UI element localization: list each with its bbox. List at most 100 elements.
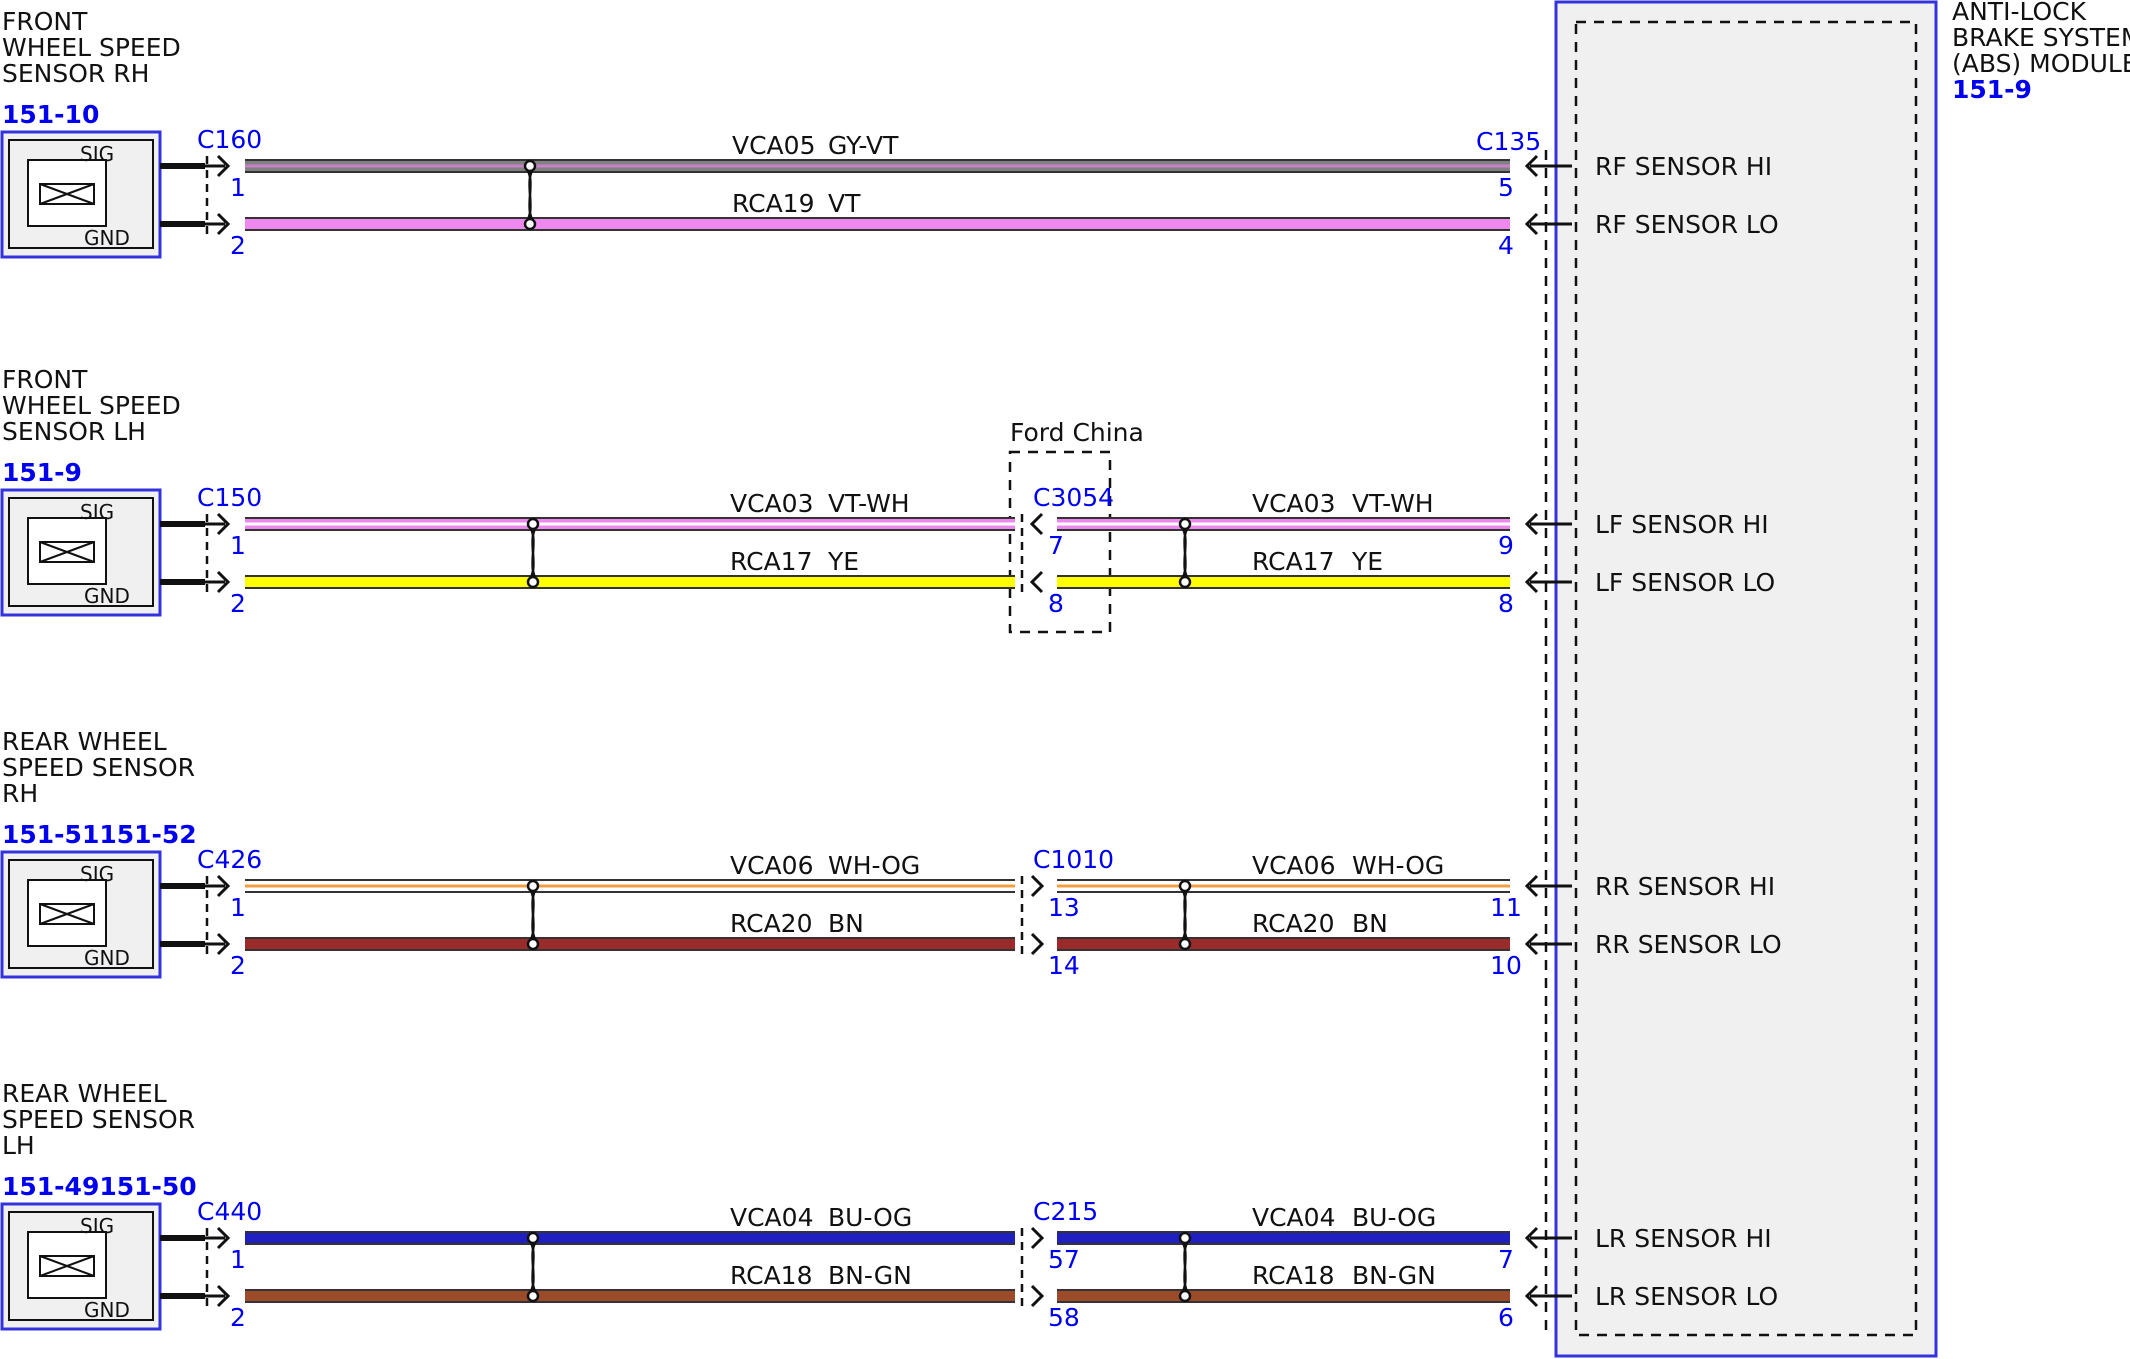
twisted-pair-left-icon xyxy=(526,885,540,945)
module-pin-hi-label: 5 xyxy=(1498,173,1514,202)
wire-lo-right-color: BN-GN xyxy=(1352,1261,1436,1290)
inline-pin-hi-arrow xyxy=(1030,1226,1045,1250)
sensor-name-line-1: FRONT xyxy=(2,365,88,394)
module-pin-lo-arrow xyxy=(1524,1284,1539,1308)
sensor-ref-link[interactable]: 151-10 xyxy=(2,100,99,129)
inline-pin-lo-arrow xyxy=(1030,932,1045,956)
sensor-inner-box xyxy=(8,1211,154,1321)
twisted-pair-right-icon-top-end xyxy=(1178,879,1192,893)
module-pin-hi-arrow xyxy=(1524,874,1539,898)
twisted-pair-left-icon-top-end xyxy=(526,1231,540,1245)
abs-module-name-line-1: ANTI-LOCK xyxy=(1952,0,2087,26)
wire-lo-left-color: BN xyxy=(828,909,864,938)
twisted-pair-right-icon-top-end xyxy=(1178,1231,1192,1245)
wire-lo-left-circuit: RCA18 xyxy=(730,1261,813,1290)
sensor-pin-1-label: 1 xyxy=(230,173,246,202)
inline-note-label: Ford China xyxy=(1010,418,1144,447)
abs-module-name-line-2: BRAKE SYSTEM xyxy=(1952,23,2130,52)
wire-lo-left-circuit: RCA17 xyxy=(730,547,813,576)
sensor-inner-box xyxy=(8,139,154,249)
wire-lo-right-color: YE xyxy=(1351,547,1383,576)
module-pin-hi-label: 9 xyxy=(1498,531,1514,560)
inline-pin-hi-label: 57 xyxy=(1048,1245,1080,1274)
inline-pin-hi-arrow xyxy=(1030,874,1045,898)
sensor-connector-label: C426 xyxy=(197,845,262,874)
wire-hi-right-color: VT-WH xyxy=(1352,489,1434,518)
sensor-pin-1-arrow xyxy=(216,512,231,536)
module-signal-hi: LR SENSOR HI xyxy=(1595,1224,1772,1253)
module-pin-hi-arrow xyxy=(1524,512,1539,536)
wire-hi-left-circuit: VCA03 xyxy=(730,489,813,518)
module-pin-lo-arrow xyxy=(1524,212,1539,236)
wire-hi-right-circuit: VCA04 xyxy=(1252,1203,1335,1232)
inline-connector-label: C215 xyxy=(1033,1197,1098,1226)
wire-lo-left-color: BN-GN xyxy=(828,1261,912,1290)
sensor-name-line-1: FRONT xyxy=(2,7,88,36)
sensor-name-line-1: REAR WHEEL xyxy=(2,727,167,756)
abs-module-inner-box xyxy=(1574,20,1918,1337)
wire-lo-right-circuit: RCA17 xyxy=(1252,547,1335,576)
sensor-name-line-2: WHEEL SPEED xyxy=(2,33,181,62)
module-pin-lo-label: 8 xyxy=(1498,589,1514,618)
twisted-pair-icon-top-end xyxy=(523,159,537,173)
sensor-pin-1-arrow xyxy=(216,874,231,898)
twisted-pair-right-icon xyxy=(1178,523,1192,583)
module-pin-lo-arrow xyxy=(1524,932,1539,956)
module-pin-lo-arrow xyxy=(1524,570,1539,594)
wire-hi-color: GY-VT xyxy=(828,131,899,160)
module-signal-hi: RR SENSOR HI xyxy=(1595,872,1775,901)
sensor-name-line-2: WHEEL SPEED xyxy=(2,391,181,420)
module-signal-lo: LF SENSOR LO xyxy=(1595,568,1775,597)
inline-pin-hi-label: 7 xyxy=(1048,531,1064,560)
inline-note: Ford China xyxy=(1008,418,1144,634)
wire-lo-right-color: BN xyxy=(1352,909,1388,938)
twisted-pair-icon-bottom-end xyxy=(523,217,537,231)
abs-module-ref[interactable]: 151-9 xyxy=(1952,75,2032,104)
inline-pin-lo-label: 58 xyxy=(1048,1303,1080,1332)
sensor-coil-icon xyxy=(39,903,95,925)
abs-module: ANTI-LOCK BRAKE SYSTEM (ABS) MODULE 151-… xyxy=(1476,0,2130,1358)
module-signal-hi: LF SENSOR HI xyxy=(1595,510,1769,539)
inline-pin-hi-label: 13 xyxy=(1048,893,1080,922)
twisted-pair-right-icon-bottom-end xyxy=(1178,575,1192,589)
sensor-pin-2-label: 2 xyxy=(230,1303,246,1332)
twisted-pair-left-icon xyxy=(526,1237,540,1297)
sensor-name-line-2: SPEED SENSOR xyxy=(2,753,195,782)
sensor-name-line-3: SENSOR LH xyxy=(2,417,146,446)
twisted-pair-left-icon-bottom-end xyxy=(526,937,540,951)
gnd-label: GND xyxy=(84,226,130,250)
gnd-label: GND xyxy=(84,584,130,608)
sensor-coil-cross-icon xyxy=(39,183,95,205)
wire-hi-left-color: BU-OG xyxy=(828,1203,912,1232)
twisted-pair-right-icon xyxy=(1178,1237,1192,1297)
wire-lo-left-circuit: RCA20 xyxy=(730,909,813,938)
gnd-label: GND xyxy=(84,1298,130,1322)
wire-hi-left-color: WH-OG xyxy=(828,851,920,880)
wire-lo-right-circuit: RCA20 xyxy=(1252,909,1335,938)
sensor-ref-link[interactable]: 151-9 xyxy=(2,458,82,487)
sig-label: SIG xyxy=(80,142,114,166)
sig-label: SIG xyxy=(80,500,114,524)
wire-hi-circuit: VCA05 xyxy=(732,131,815,160)
wire-lo-color: VT xyxy=(828,189,861,218)
sig-label: SIG xyxy=(80,862,114,886)
module-signal-lo: RR SENSOR LO xyxy=(1595,930,1782,959)
inline-connector-label: C1010 xyxy=(1033,845,1114,874)
sensor-coil-icon xyxy=(39,183,95,205)
sensor-ref-link[interactable]: 151-51151-52 xyxy=(2,820,197,849)
inline-note-box xyxy=(1008,450,1112,634)
inline-pin-lo-arrow xyxy=(1029,570,1044,594)
twisted-pair-left-icon xyxy=(526,523,540,583)
sensor-name-line-2: SPEED SENSOR xyxy=(2,1105,195,1134)
twisted-pair-right-icon-bottom-end xyxy=(1178,937,1192,951)
twisted-pair-right-icon-bottom-end xyxy=(1178,1289,1192,1303)
module-pin-hi-label: 7 xyxy=(1498,1245,1514,1274)
abs-module-connector-label: C135 xyxy=(1476,127,1541,156)
sensor-ref-link[interactable]: 151-49151-50 xyxy=(2,1172,197,1201)
wire-lo-circuit: RCA19 xyxy=(732,189,815,218)
gnd-label: GND xyxy=(84,946,130,970)
sensor-coil-cross-icon xyxy=(39,1255,95,1277)
